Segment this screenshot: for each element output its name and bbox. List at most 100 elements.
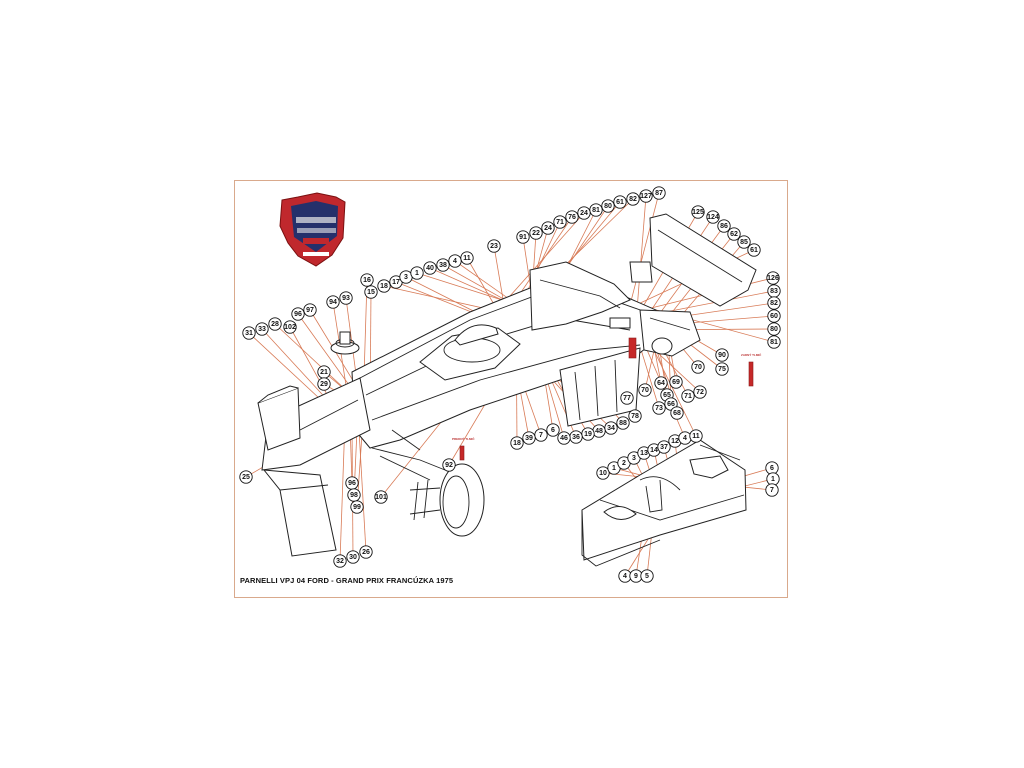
part-number-callout: 61 xyxy=(613,195,627,209)
part-number: 18 xyxy=(380,283,388,290)
part-number: 34 xyxy=(607,425,615,432)
part-number: 98 xyxy=(350,492,358,499)
part-number: 26 xyxy=(362,549,370,556)
part-number-callout: 80 xyxy=(601,199,615,213)
part-number-callout: 82 xyxy=(626,192,640,206)
part-number-callout: 22 xyxy=(529,226,543,240)
part-number-callout: 11 xyxy=(460,251,474,265)
part-number: 12 xyxy=(671,438,679,445)
part-number-callout: 4 xyxy=(618,569,632,583)
part-number: 7 xyxy=(539,432,543,439)
part-number: 10 xyxy=(599,470,607,477)
part-number-callout: 90 xyxy=(715,348,729,362)
part-number: 60 xyxy=(770,313,778,320)
part-number-callout: 91 xyxy=(516,230,530,244)
part-number-callout: 77 xyxy=(620,391,634,405)
part-number-callout: 68 xyxy=(670,406,684,420)
part-number-callout: 29 xyxy=(317,377,331,391)
part-number-callout: 17 xyxy=(389,275,403,289)
part-number-callout: 64 xyxy=(654,376,668,390)
part-number: 11 xyxy=(692,433,700,440)
part-number: 88 xyxy=(619,420,627,427)
part-number-callout: 83 xyxy=(767,284,781,298)
part-number-callout: 1 xyxy=(410,266,424,280)
part-number-callout: 85 xyxy=(737,235,751,249)
part-number: 86 xyxy=(720,223,728,230)
part-number-callout: 40 xyxy=(423,261,437,275)
part-number: 93 xyxy=(342,295,350,302)
part-number: 75 xyxy=(718,366,726,373)
part-number: 69 xyxy=(672,379,680,386)
part-number-callout: 125 xyxy=(691,205,705,219)
part-number-callout: 81 xyxy=(767,335,781,349)
part-number: 14 xyxy=(650,447,658,454)
part-number: 17 xyxy=(392,279,400,286)
part-number: 6 xyxy=(551,427,555,434)
part-number-callout: 72 xyxy=(693,385,707,399)
part-number-callout: 102 xyxy=(283,320,297,334)
part-number: 70 xyxy=(694,364,702,371)
part-number: 66 xyxy=(667,401,675,408)
part-number: 37 xyxy=(660,444,668,451)
part-number: 124 xyxy=(707,214,719,221)
part-number-callout: 19 xyxy=(581,427,595,441)
part-number: 29 xyxy=(320,381,328,388)
part-number: 25 xyxy=(242,474,250,481)
part-number-callout: 18 xyxy=(510,436,524,450)
part-number: 96 xyxy=(294,311,302,318)
part-number: 6 xyxy=(770,465,774,472)
part-number-callout: 1 xyxy=(766,472,780,486)
part-number: 22 xyxy=(532,230,540,237)
part-number: 102 xyxy=(284,324,296,331)
diagram-title: PARNELLI VPJ 04 FORD - GRAND PRIX FRANCÚ… xyxy=(240,576,454,585)
part-number-callout: 18 xyxy=(377,279,391,293)
part-number-callout: 4 xyxy=(678,431,692,445)
part-number-callout: 37 xyxy=(657,440,671,454)
part-number: 62 xyxy=(730,231,738,238)
part-number: 38 xyxy=(439,262,447,269)
part-number: 78 xyxy=(631,413,639,420)
part-callouts: 8712782618081247671242291231251248662856… xyxy=(239,186,781,583)
part-number: 80 xyxy=(604,203,612,210)
part-number: 70 xyxy=(641,387,649,394)
part-number-callout: 88 xyxy=(616,416,630,430)
part-number-callout: 39 xyxy=(522,431,536,445)
part-number: 85 xyxy=(740,239,748,246)
part-number: 11 xyxy=(463,255,471,262)
part-number: 1 xyxy=(612,465,616,472)
part-number: 64 xyxy=(657,380,665,387)
part-number: 101 xyxy=(375,494,387,501)
part-number: 1 xyxy=(771,476,775,483)
part-number: 33 xyxy=(258,326,266,333)
part-number: 61 xyxy=(616,199,624,206)
part-number-callout: 31 xyxy=(242,326,256,340)
part-number: 3 xyxy=(404,274,408,281)
leader-line xyxy=(358,429,367,553)
part-number: 31 xyxy=(245,330,253,337)
part-number: 71 xyxy=(684,393,692,400)
part-number-callout: 70 xyxy=(691,360,705,374)
part-number: 9 xyxy=(634,573,638,580)
cockpit-tub-subassembly xyxy=(581,439,747,567)
part-number-callout: 96 xyxy=(345,476,359,490)
part-number-callout: 78 xyxy=(628,409,642,423)
part-number: 96 xyxy=(348,480,356,487)
part-number: 94 xyxy=(329,299,337,306)
part-number-callout: 26 xyxy=(359,545,373,559)
part-number-callout: 82 xyxy=(767,296,781,310)
part-number-callout: 96 xyxy=(291,307,305,321)
part-number-callout: 92 xyxy=(442,458,456,472)
part-number-callout: 6 xyxy=(765,461,779,475)
part-number-callout: 34 xyxy=(604,421,618,435)
part-number: 65 xyxy=(663,392,671,399)
car-main-body xyxy=(257,213,757,557)
part-number-callout: 13 xyxy=(637,446,651,460)
front-shock-label: PREDNÝ TLMIČ xyxy=(452,437,475,441)
part-number-callout: 16 xyxy=(360,273,374,287)
part-number: 61 xyxy=(750,247,758,254)
leader-line xyxy=(501,212,585,306)
part-number: 90 xyxy=(718,352,726,359)
part-number-callout: 76 xyxy=(565,210,579,224)
part-number: 77 xyxy=(623,395,631,402)
part-number-callout: 4 xyxy=(448,254,462,268)
